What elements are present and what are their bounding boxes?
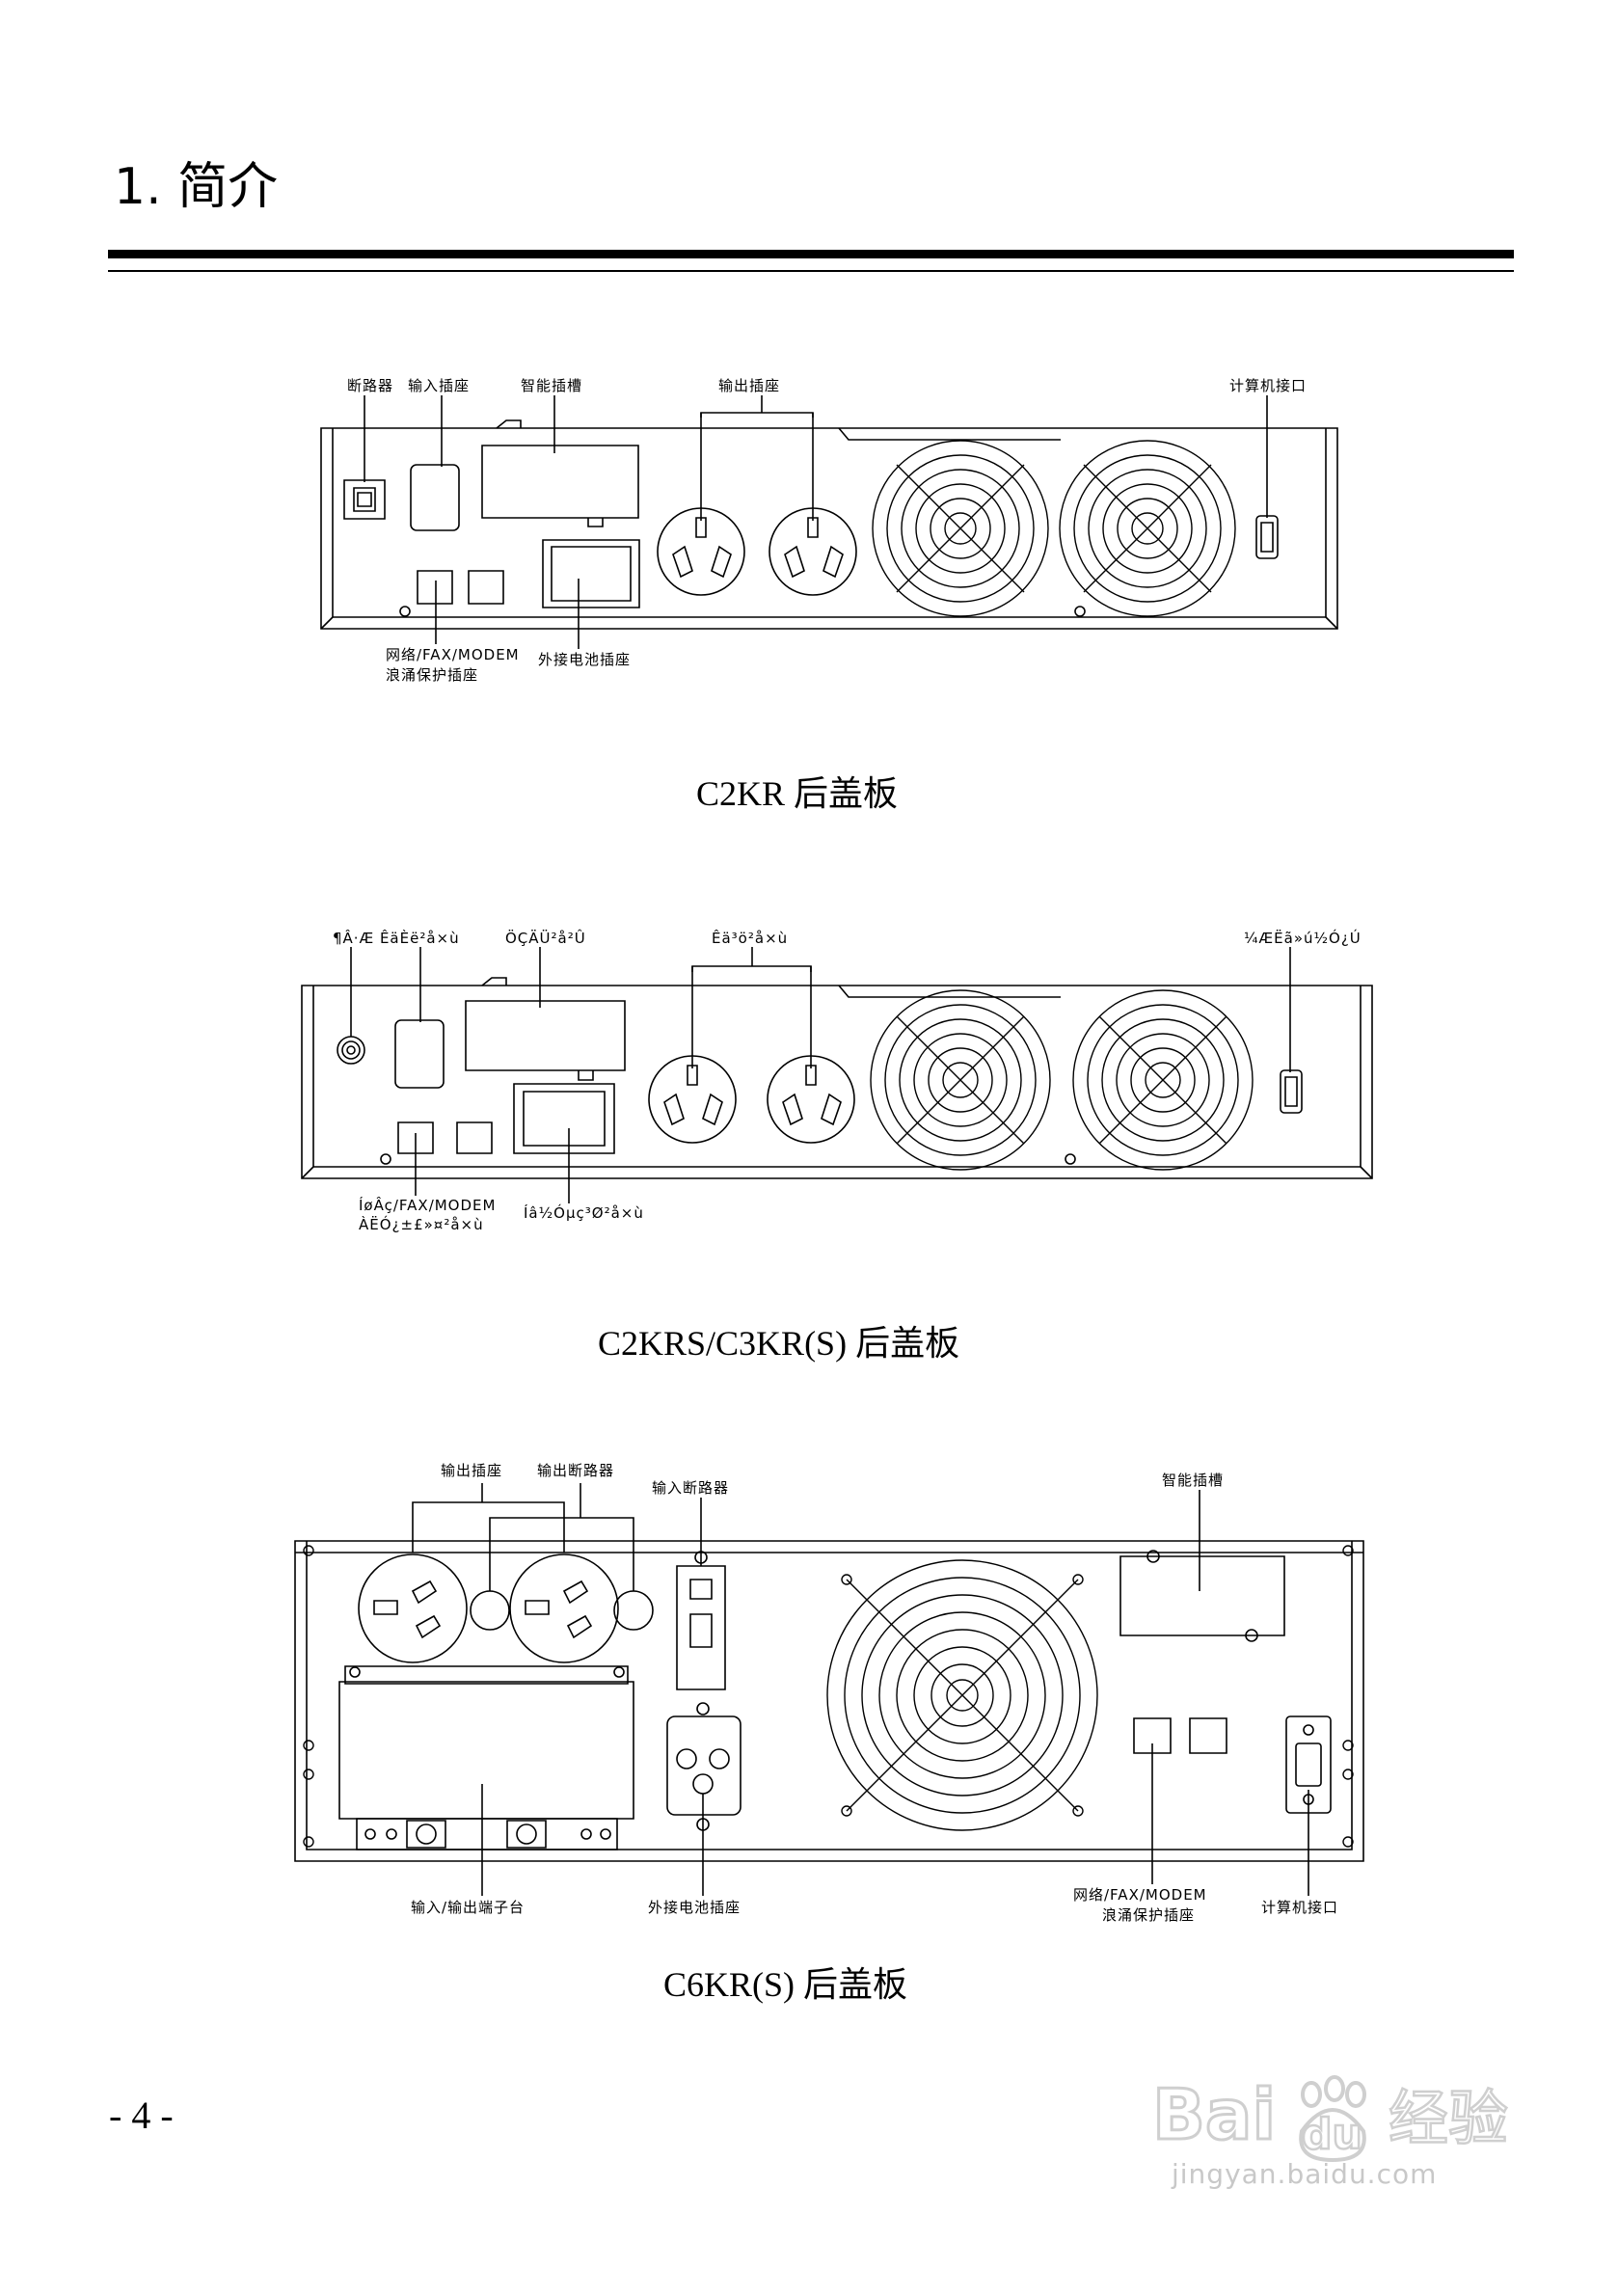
header-rule-thin <box>108 270 1514 272</box>
label-input-socket: 输入插座 <box>408 377 471 394</box>
label-battery-socket-3: 外接电池插座 <box>648 1899 742 1916</box>
label-breaker: 断路器 <box>347 377 394 394</box>
label-breaker-input: ¶Â·Æ ÊäÈë²å×ù <box>333 930 460 947</box>
label-network-line2-2: ÀËÓ¿±£»¤²å×ù <box>359 1216 484 1233</box>
label-output-socket: 输出插座 <box>718 377 781 394</box>
svg-text:Bai: Bai <box>1152 2074 1276 2155</box>
svg-text:du: du <box>1302 2110 1362 2159</box>
baidu-paw-logo: Bai du 经验 <box>1151 2073 1509 2160</box>
label-network-line1-3: 网络/FAX/MODEM <box>1073 1886 1207 1904</box>
rear-panel-drawing-c6kr <box>0 0 1618 1929</box>
label-battery-socket-2: Íâ½Óµç³Ø²å×ù <box>524 1204 644 1222</box>
label-computer-port-2: ¼ÆËã»ú½Ó¿Ú <box>1244 930 1362 947</box>
header-rule-thick <box>108 250 1514 258</box>
label-output-socket-2: Êä³ö²å×ù <box>712 930 789 947</box>
caption-c2krs-c3kr: C2KRS/C3KR(S) 后盖板 <box>598 1324 960 1363</box>
page-title: 1. 简介 <box>114 158 279 216</box>
label-smart-slot-3: 智能插槽 <box>1162 1472 1225 1489</box>
label-computer-port: 计算机接口 <box>1229 377 1308 394</box>
label-network-line2-3: 浪涌保护插座 <box>1102 1906 1196 1924</box>
label-network-line1-2: ÍøÂç/FAX/MODEM <box>359 1197 497 1214</box>
label-output-breaker: 输出断路器 <box>537 1462 615 1479</box>
label-terminal-block: 输入/输出端子台 <box>411 1899 526 1916</box>
rear-panel-drawing-c2kr <box>0 0 1618 868</box>
label-input-breaker: 输入断路器 <box>652 1479 730 1497</box>
svg-text:经验: 经验 <box>1389 2083 1508 2153</box>
label-battery-socket: 外接电池插座 <box>538 651 632 668</box>
label-computer-port-3: 计算机接口 <box>1261 1899 1339 1916</box>
label-output-socket-3: 输出插座 <box>441 1462 503 1479</box>
label-network-line1: 网络/FAX/MODEM <box>386 646 520 663</box>
label-smart-slot: 智能插槽 <box>521 377 583 394</box>
page-number: - 4 - <box>109 2093 174 2137</box>
label-smart-slot-2: ÖÇÄÜ²å²Û <box>505 930 586 947</box>
caption-c2kr: C2KR 后盖板 <box>696 774 899 813</box>
rear-panel-drawing-c2krs <box>0 0 1618 1254</box>
label-network-line2: 浪涌保护插座 <box>386 666 479 684</box>
watermark-url: jingyan.baidu.com <box>1172 2158 1438 2190</box>
caption-c6kr: C6KR(S) 后盖板 <box>663 1965 908 2004</box>
